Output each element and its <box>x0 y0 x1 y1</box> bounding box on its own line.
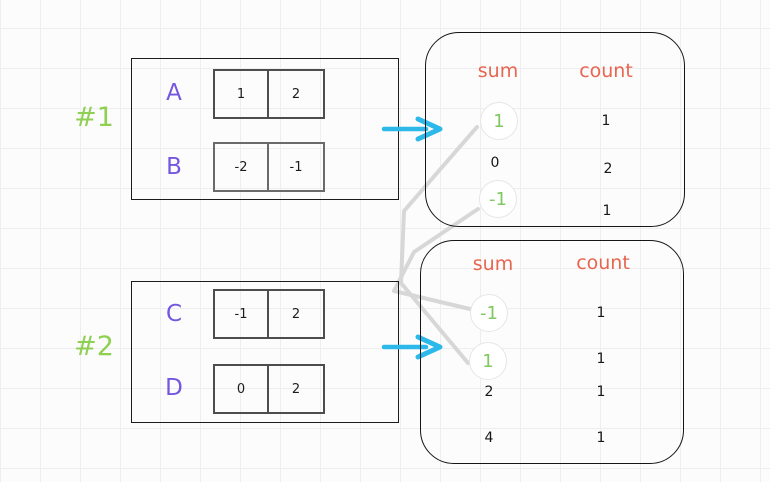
array-cell: 0 <box>213 364 269 414</box>
array-cells-b: -2 -1 <box>213 142 325 192</box>
sum-value: 0 <box>490 155 500 171</box>
count-value: 1 <box>601 113 611 129</box>
connector-sum-1 <box>399 125 479 365</box>
example-2-label: #2 <box>74 331 114 362</box>
count-header: count <box>579 60 633 82</box>
connector-sum-neg1 <box>392 207 480 311</box>
highlighted-sum-badge: 1 <box>469 342 507 380</box>
array-cell: -1 <box>269 142 325 192</box>
example-1-label: #1 <box>74 102 114 133</box>
array-label-b: B <box>166 154 182 180</box>
count-value: 1 <box>596 384 606 400</box>
sum-value: 4 <box>484 430 494 446</box>
array-cells-d: 0 2 <box>213 364 325 414</box>
count-value: 1 <box>596 351 606 367</box>
highlighted-sum-badge: -1 <box>479 180 517 218</box>
count-value: 1 <box>596 430 606 446</box>
count-value: 1 <box>596 305 606 321</box>
sum-value: 2 <box>484 384 494 400</box>
array-cell: 1 <box>213 69 269 119</box>
arrow-right-icon <box>381 334 443 360</box>
sum-header: sum <box>477 60 519 82</box>
result-box-1: sum count 1 1 0 2 -1 1 <box>425 32 685 227</box>
input-box-2: C -1 2 D 0 2 <box>131 281 399 423</box>
array-cell: 2 <box>269 364 325 414</box>
count-value: 1 <box>602 203 612 219</box>
result-box-2: sum count -1 1 1 1 2 1 4 1 <box>420 240 684 464</box>
input-box-1: A 1 2 B -2 -1 <box>131 58 399 200</box>
highlighted-sum-badge: -1 <box>470 294 508 332</box>
array-label-d: D <box>165 375 183 401</box>
array-cell: -2 <box>213 142 269 192</box>
sum-header: sum <box>472 253 514 275</box>
array-cells-c: -1 2 <box>213 289 325 339</box>
count-value: 2 <box>603 161 613 177</box>
array-cell: 2 <box>269 69 325 119</box>
array-cell: 2 <box>269 289 325 339</box>
count-header: count <box>576 252 630 274</box>
highlighted-sum-badge: 1 <box>480 102 518 140</box>
array-cell: -1 <box>213 289 269 339</box>
array-label-c: C <box>165 301 183 327</box>
array-label-a: A <box>166 80 182 106</box>
array-cells-a: 1 2 <box>213 69 325 119</box>
